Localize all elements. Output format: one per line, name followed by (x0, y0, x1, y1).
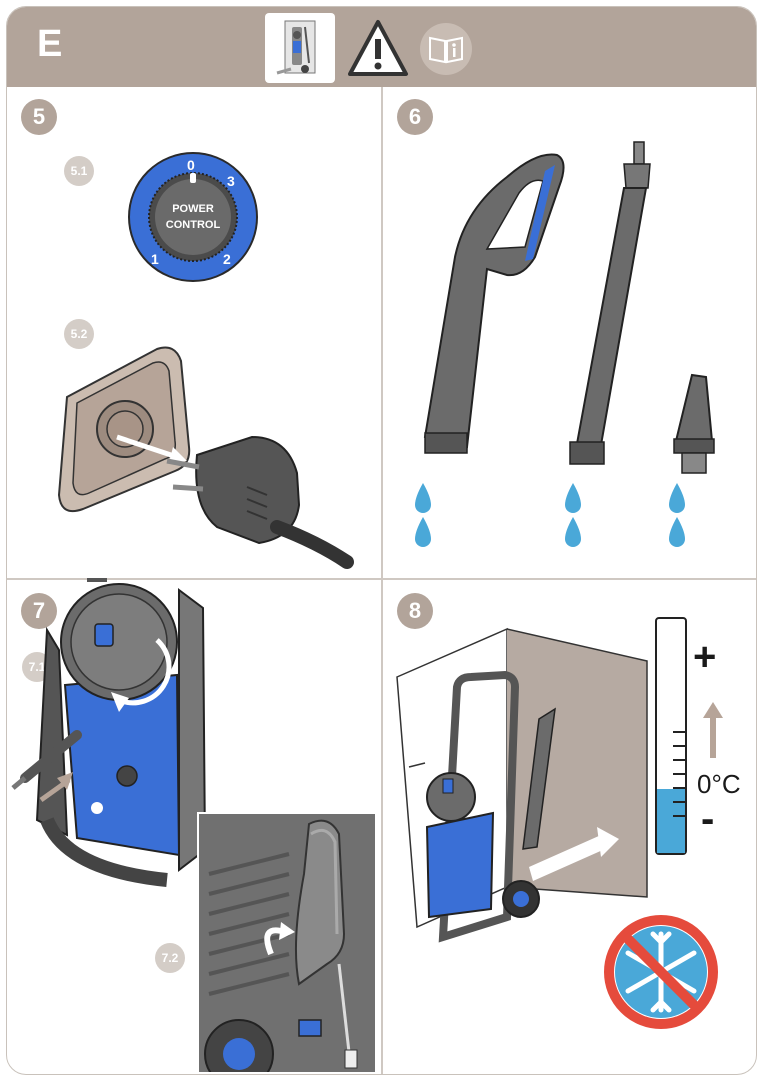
step-badge-6: 6 (397, 99, 433, 135)
up-arrow-icon (703, 702, 723, 758)
dial-label-line2: CONTROL (165, 219, 221, 231)
section-letter: E (37, 23, 63, 65)
thermometer-tick (673, 801, 685, 803)
thermometer-tick (673, 787, 685, 789)
dial-label-line1: POWER (172, 203, 214, 215)
storage-room-illustration (396, 627, 648, 943)
detail-frame-7-2 (197, 812, 377, 1074)
instruction-sheet: E 5 5.1 5.2 (6, 6, 757, 1075)
nozzle-illustration (673, 373, 715, 474)
section-header: E (7, 7, 756, 87)
step-badge-5: 5 (21, 99, 57, 135)
dial-position-3: 3 (227, 173, 235, 189)
dial-position-1: 1 (151, 251, 159, 267)
thermometer-tick (673, 759, 685, 761)
dial-position-0: 0 (187, 157, 195, 173)
step-badge-8: 8 (397, 593, 433, 629)
thermometer-plus: + (693, 635, 717, 679)
dial-position-2: 2 (223, 251, 231, 267)
thermometer-tick (673, 773, 685, 775)
temperature-zero-label: 0°C (697, 769, 741, 799)
manual-book-icon (420, 23, 472, 75)
thermometer-tick (673, 731, 685, 733)
spray-gun-illustration (423, 153, 565, 454)
thermometer-tick (673, 815, 685, 817)
thermometer-tick (673, 745, 685, 747)
wall-socket-plug-illustration (57, 346, 354, 569)
thermometer (655, 617, 687, 855)
substep-badge-5-2: 5.2 (64, 319, 94, 349)
lance-illustration (569, 141, 651, 465)
pressure-washer-front-illustration (11, 578, 207, 887)
substep-badge-7-2: 7.2 (155, 943, 185, 973)
no-frost-icon (604, 915, 718, 1029)
water-drops-icon (415, 483, 685, 547)
thermometer-fill (657, 789, 685, 853)
panel-divider-vertical (381, 87, 383, 1074)
substep-badge-5-1: 5.1 (64, 156, 94, 186)
panel-divider-horizontal (7, 578, 756, 580)
warning-triangle-icon (348, 20, 408, 76)
power-control-dial: POWER CONTROL 0 3 1 2 (127, 151, 259, 283)
step-badge-7: 7 (21, 593, 57, 629)
thermometer-minus: - (701, 797, 715, 841)
storage-illustration-icon (265, 13, 335, 83)
